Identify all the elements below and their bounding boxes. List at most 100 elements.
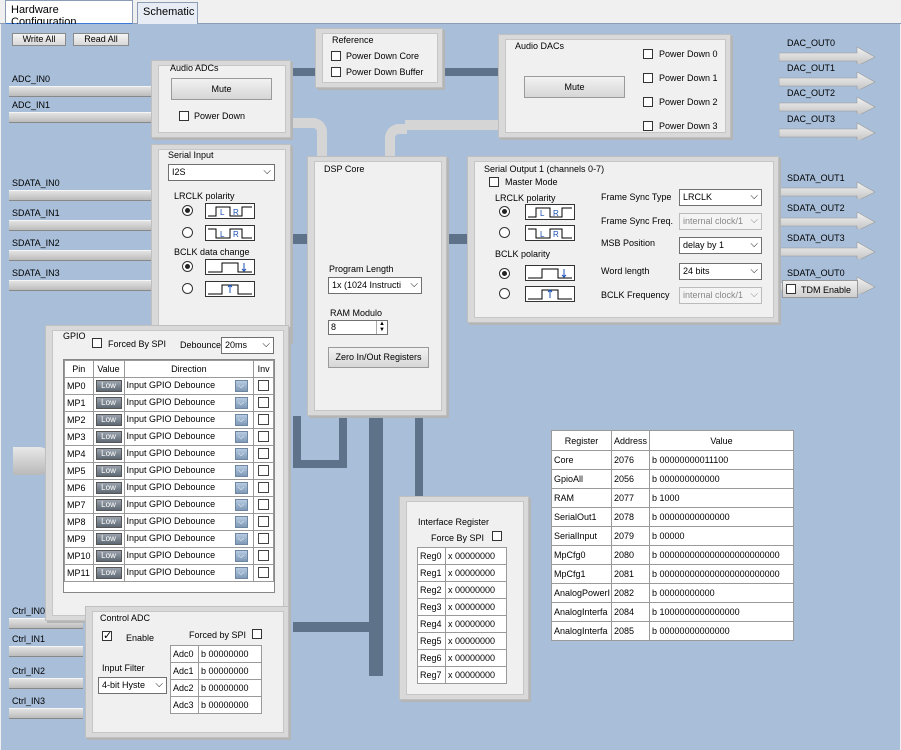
- gpio-inv-checkbox[interactable]: [258, 447, 270, 459]
- dac-power-down-0-checkbox[interactable]: [643, 49, 653, 59]
- gpio-inv-checkbox[interactable]: [258, 498, 270, 510]
- gpio-value-button[interactable]: Low: [95, 448, 122, 460]
- register-value[interactable]: b 00000: [649, 526, 794, 546]
- msb-position-select[interactable]: delay by 1: [679, 237, 762, 254]
- gpio-inv-checkbox[interactable]: [258, 379, 270, 391]
- gpio-value-button[interactable]: Low: [95, 550, 122, 562]
- dac-mute-button[interactable]: Mute: [524, 76, 625, 98]
- gpio-direction-dropdown-icon[interactable]: ⌵: [234, 567, 248, 579]
- register-value[interactable]: b 000000000000: [649, 469, 794, 489]
- spinner-arrows-icon[interactable]: ▲▼: [376, 321, 387, 334]
- power-down-core-checkbox[interactable]: [331, 51, 341, 61]
- gpio-inv-checkbox[interactable]: [258, 481, 270, 493]
- force-by-spi-checkbox[interactable]: [492, 531, 502, 541]
- gpio-inv-checkbox[interactable]: [258, 464, 270, 476]
- register-value[interactable]: b 000000000000000000000000: [649, 564, 794, 584]
- interface-register-value[interactable]: x 00000000: [445, 615, 507, 633]
- gpio-forced-by-spi-checkbox[interactable]: [92, 338, 102, 348]
- gpio-direction-dropdown-icon[interactable]: ⌵: [234, 380, 248, 392]
- frame-sync-type-select[interactable]: LRCLK: [679, 189, 762, 206]
- frame-sync-freq-select[interactable]: internal clock/1: [679, 213, 762, 230]
- so-lrclk-radio-normal[interactable]: [499, 206, 510, 217]
- register-value[interactable]: b 1000: [649, 488, 794, 508]
- register-value[interactable]: b 00000000011100: [649, 450, 794, 470]
- serial-input-format-select[interactable]: I2S: [168, 164, 275, 181]
- control-adc-enable-checkbox[interactable]: [102, 629, 112, 642]
- interface-register-value[interactable]: x 00000000: [445, 632, 507, 650]
- interface-register-value[interactable]: x 00000000: [445, 598, 507, 616]
- gpio-value-button[interactable]: Low: [95, 431, 122, 443]
- si-lrclk-radio-normal[interactable]: [182, 205, 193, 216]
- gpio-inv-checkbox[interactable]: [258, 532, 270, 544]
- gpio-direction-dropdown-icon[interactable]: ⌵: [234, 550, 248, 562]
- gpio-inv-checkbox[interactable]: [258, 515, 270, 527]
- register-value[interactable]: b 00000000000000: [649, 507, 794, 527]
- gpio-value-button[interactable]: Low: [95, 482, 122, 494]
- gpio-inv-checkbox[interactable]: [258, 396, 270, 408]
- control-adc-forced-by-spi-checkbox[interactable]: [252, 629, 262, 639]
- dac-power-down-2-checkbox[interactable]: [643, 97, 653, 107]
- gpio-value-button[interactable]: Low: [95, 380, 122, 392]
- register-value[interactable]: b 000000000000000000000000: [649, 545, 794, 565]
- gpio-value-button[interactable]: Low: [95, 516, 122, 528]
- gpio-direction-dropdown-icon[interactable]: ⌵: [234, 516, 248, 528]
- program-length-select[interactable]: 1x (1024 Instructi: [328, 277, 422, 294]
- si-bclk-radio-rising[interactable]: [182, 283, 193, 294]
- so-lrclk-radio-inverted[interactable]: [499, 227, 510, 238]
- gpio-value-button[interactable]: Low: [95, 465, 122, 477]
- ram-modulo-spinner[interactable]: 8: [328, 320, 388, 335]
- gpio-value-button[interactable]: Low: [95, 533, 122, 545]
- gpio-value-button[interactable]: Low: [95, 499, 122, 511]
- debounce-select[interactable]: 20ms: [221, 337, 274, 354]
- dac-power-down-3-checkbox[interactable]: [643, 121, 653, 131]
- tdm-enable-control[interactable]: TDM Enable: [782, 280, 858, 298]
- word-length-select[interactable]: 24 bits: [679, 263, 762, 280]
- gpio-value-button[interactable]: Low: [95, 414, 122, 426]
- interface-register-value[interactable]: x 00000000: [445, 666, 507, 684]
- reference-panel: Reference Power Down Core Power Down Buf…: [315, 28, 443, 88]
- gpio-direction-dropdown-icon[interactable]: ⌵: [234, 482, 248, 494]
- interface-register-value[interactable]: x 00000000: [445, 564, 507, 582]
- tdm-enable-checkbox[interactable]: [786, 284, 796, 294]
- zero-registers-button[interactable]: Zero In/Out Registers: [328, 347, 429, 368]
- gpio-direction-dropdown-icon[interactable]: ⌵: [234, 397, 248, 409]
- tab-schematic[interactable]: Schematic: [137, 2, 198, 24]
- input-filter-select[interactable]: 4-bit Hyste: [98, 677, 167, 694]
- gpio-inv-checkbox[interactable]: [258, 413, 270, 425]
- interface-register-value[interactable]: x 00000000: [445, 649, 507, 667]
- gpio-value-button[interactable]: Low: [95, 567, 122, 579]
- gpio-inv-checkbox[interactable]: [258, 430, 270, 442]
- gpio-inv-checkbox[interactable]: [258, 566, 270, 578]
- gpio-inv-checkbox[interactable]: [258, 549, 270, 561]
- register-value[interactable]: b 00000000000000: [649, 621, 794, 641]
- register-value[interactable]: b 00000000000: [649, 583, 794, 603]
- master-mode-checkbox[interactable]: [489, 177, 499, 187]
- si-bclk-radio-falling[interactable]: [182, 261, 193, 272]
- so-bclk-radio-falling[interactable]: [499, 268, 510, 279]
- interface-register-value[interactable]: x 00000000: [445, 547, 507, 565]
- gpio-direction-dropdown-icon[interactable]: ⌵: [234, 448, 248, 460]
- gpio-direction-dropdown-icon[interactable]: ⌵: [234, 414, 248, 426]
- dac-power-down-1-checkbox[interactable]: [643, 73, 653, 83]
- register-value[interactable]: b 1000000000000000: [649, 602, 794, 622]
- gpio-value-button[interactable]: Low: [95, 397, 122, 409]
- adc-mute-button[interactable]: Mute: [171, 78, 272, 100]
- gpio-direction-dropdown-icon[interactable]: ⌵: [234, 533, 248, 545]
- gpio-direction-dropdown-icon[interactable]: ⌵: [234, 499, 248, 511]
- master-mode-label: Master Mode: [505, 177, 558, 187]
- tab-hardware-configuration[interactable]: Hardware Configuration: [5, 0, 133, 28]
- gpio-direction-dropdown-icon[interactable]: ⌵: [234, 431, 248, 443]
- dsp-core-title: DSP Core: [324, 164, 365, 174]
- adc-power-down-checkbox[interactable]: [179, 111, 189, 121]
- gpio-direction-dropdown-icon[interactable]: ⌵: [234, 465, 248, 477]
- bclk-frequency-select[interactable]: internal clock/1: [679, 287, 762, 304]
- read-all-button[interactable]: Read All: [73, 33, 129, 46]
- write-all-button[interactable]: Write All: [12, 33, 66, 46]
- so-bclk-radio-rising[interactable]: [499, 288, 510, 299]
- si-lrclk-radio-inverted[interactable]: [182, 227, 193, 238]
- interface-register-value[interactable]: x 00000000: [445, 581, 507, 599]
- power-down-buffer-checkbox[interactable]: [331, 67, 341, 77]
